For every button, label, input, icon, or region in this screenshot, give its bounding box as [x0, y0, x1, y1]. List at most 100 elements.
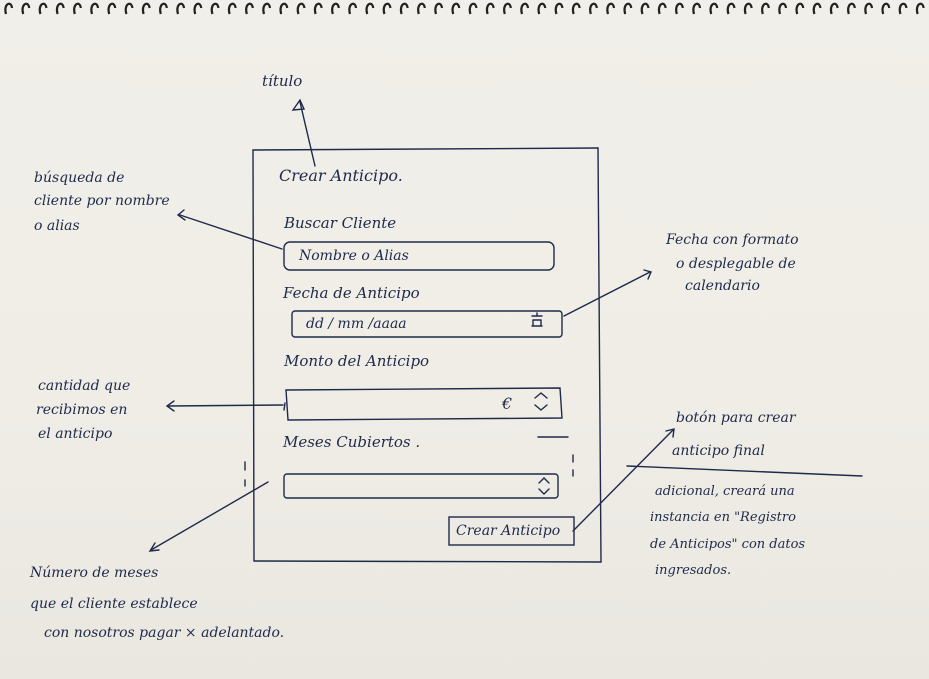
date-input[interactable]: dd / mm /aaaa: [306, 316, 407, 332]
spiral-loop: [520, 2, 530, 15]
note-button-5: de Anticipos" con datos: [650, 537, 806, 552]
note-title: título: [262, 72, 303, 90]
amount-label: Monto del Anticipo: [284, 352, 430, 370]
spiral-loop: [571, 2, 581, 15]
note-button-2: anticipo final: [672, 443, 765, 459]
arrow-button: [572, 429, 674, 532]
spiral-loop: [210, 2, 220, 15]
spiral-loop: [159, 2, 168, 15]
spiral-loop: [21, 2, 31, 15]
note-button-4: instancia en "Registro: [650, 510, 796, 525]
date-label: Fecha de Anticipo: [283, 284, 420, 302]
spiral-loop: [692, 2, 702, 15]
spiral-loop: [124, 2, 134, 15]
spiral-loop: [554, 2, 564, 15]
spiral-loop: [537, 2, 547, 15]
spiral-loop: [90, 2, 100, 15]
note-amount-3: el anticipo: [38, 426, 113, 442]
create-button-box: [448, 516, 575, 546]
arrow-date: [563, 271, 651, 317]
spiral-loop: [262, 2, 272, 15]
spiral-loop: [382, 2, 392, 15]
note-date-2: o desplegable de: [676, 256, 796, 272]
search-label: Buscar Cliente: [284, 214, 397, 232]
months-input-box: [283, 473, 559, 499]
note-search-3: o alias: [34, 218, 80, 234]
spiral-loop: [245, 2, 254, 15]
spiral-loop: [812, 2, 822, 15]
spiral-binding: [4, 2, 925, 15]
spiral-loop: [915, 2, 925, 15]
amount-spinner-icon: [534, 392, 548, 411]
spiral-loop: [468, 2, 478, 15]
arrow-months: [150, 481, 269, 551]
spiral-loop: [176, 2, 186, 15]
note-search-1: búsqueda de: [34, 170, 125, 186]
date-input-box: [291, 310, 563, 338]
arrow-amount: [167, 404, 284, 407]
spiral-loop: [589, 2, 598, 15]
calendar-icon: [531, 312, 543, 327]
spiral-loop: [434, 2, 444, 15]
spiral-loop: [141, 2, 151, 15]
spiral-loop: [399, 2, 409, 15]
spiral-loop: [365, 2, 375, 15]
arrow-title: [299, 101, 316, 167]
search-input-box: [283, 241, 555, 271]
spiral-loop: [279, 2, 289, 15]
frame-bottom-edge: [253, 560, 602, 563]
spiral-loop: [107, 2, 117, 15]
spiral-loop: [193, 2, 203, 15]
spiral-loop: [795, 2, 805, 15]
note-button-6: ingresados.: [655, 563, 732, 578]
spiral-loop: [4, 2, 14, 15]
spiral-loop: [898, 2, 908, 15]
spiral-loop: [55, 2, 65, 15]
arrow-search: [179, 214, 283, 250]
amount-input-box: [285, 387, 563, 421]
frame-right-edge: [597, 147, 602, 563]
spiral-loop: [640, 2, 650, 15]
wireframe-title: Crear Anticipo.: [279, 166, 403, 185]
spiral-loop: [623, 2, 633, 15]
spiral-loop: [606, 2, 616, 15]
spiral-loop: [503, 2, 512, 15]
spiral-loop: [709, 2, 719, 15]
spiral-loop: [847, 2, 856, 15]
frame-top-edge: [252, 147, 599, 151]
months-input[interactable]: [288, 477, 528, 497]
spiral-loop: [675, 2, 684, 15]
spiral-loop: [227, 2, 237, 15]
note-button-1: botón para crear: [676, 410, 796, 426]
months-spinner-icon: [538, 477, 550, 495]
spiral-loop: [38, 2, 48, 15]
note-search-2: cliente por nombre: [34, 193, 170, 209]
search-input[interactable]: Nombre o Alias: [299, 248, 409, 264]
note-amount-2: recibimos en: [36, 402, 128, 418]
spiral-loop: [657, 2, 667, 15]
note-months-3: con nosotros pagar × adelantado.: [44, 625, 285, 641]
spiral-loop: [829, 2, 839, 15]
currency-symbol: €: [502, 394, 513, 413]
spiral-loop: [485, 2, 495, 15]
spiral-loop: [417, 2, 426, 15]
note-date-3: calendario: [685, 278, 760, 294]
spiral-loop: [743, 2, 753, 15]
frame-left-edge: [252, 149, 255, 562]
note-date-1: Fecha con formato: [666, 232, 799, 248]
spiral-loop: [348, 2, 358, 15]
spiral-loop: [864, 2, 874, 15]
create-advance-button[interactable]: Crear Anticipo: [456, 523, 561, 539]
spiral-loop: [778, 2, 788, 15]
amount-input[interactable]: [290, 392, 490, 416]
spiral-loop: [313, 2, 323, 15]
months-label: Meses Cubiertos .: [283, 433, 421, 451]
spiral-loop: [726, 2, 736, 15]
spiral-loop: [451, 2, 461, 15]
note-amount-1: cantidad que: [38, 378, 131, 394]
spiral-loop: [881, 2, 891, 15]
spiral-loop: [331, 2, 340, 15]
spiral-loop: [761, 2, 770, 15]
